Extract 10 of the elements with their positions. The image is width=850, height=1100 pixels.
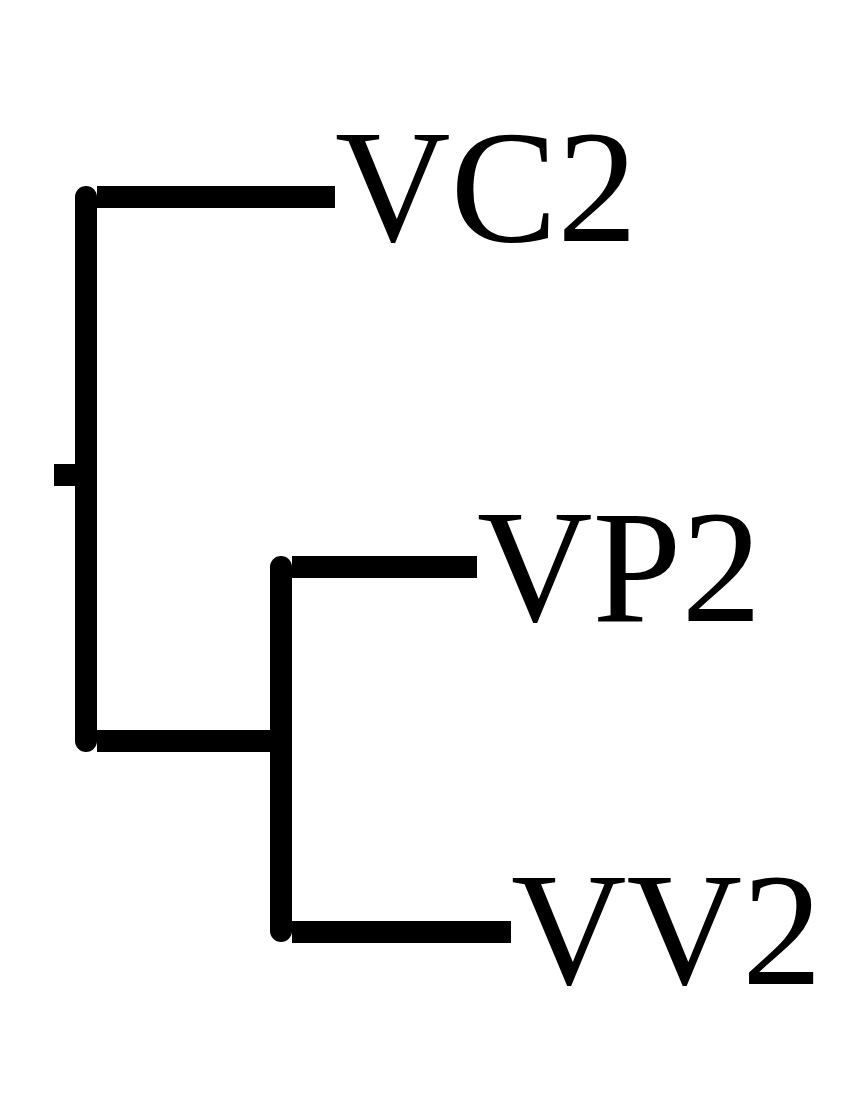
root-branch-line [54, 464, 75, 486]
clade-branch-line [270, 556, 292, 942]
taxon-label: VC2 [335, 127, 638, 247]
taxon-label: VV2 [511, 870, 823, 990]
branch-line [97, 186, 335, 208]
clade-branch-line [75, 186, 97, 752]
branch-line [292, 921, 511, 943]
taxon-label: VP2 [477, 507, 762, 627]
branch-line [292, 556, 477, 578]
branch-line [97, 730, 270, 752]
